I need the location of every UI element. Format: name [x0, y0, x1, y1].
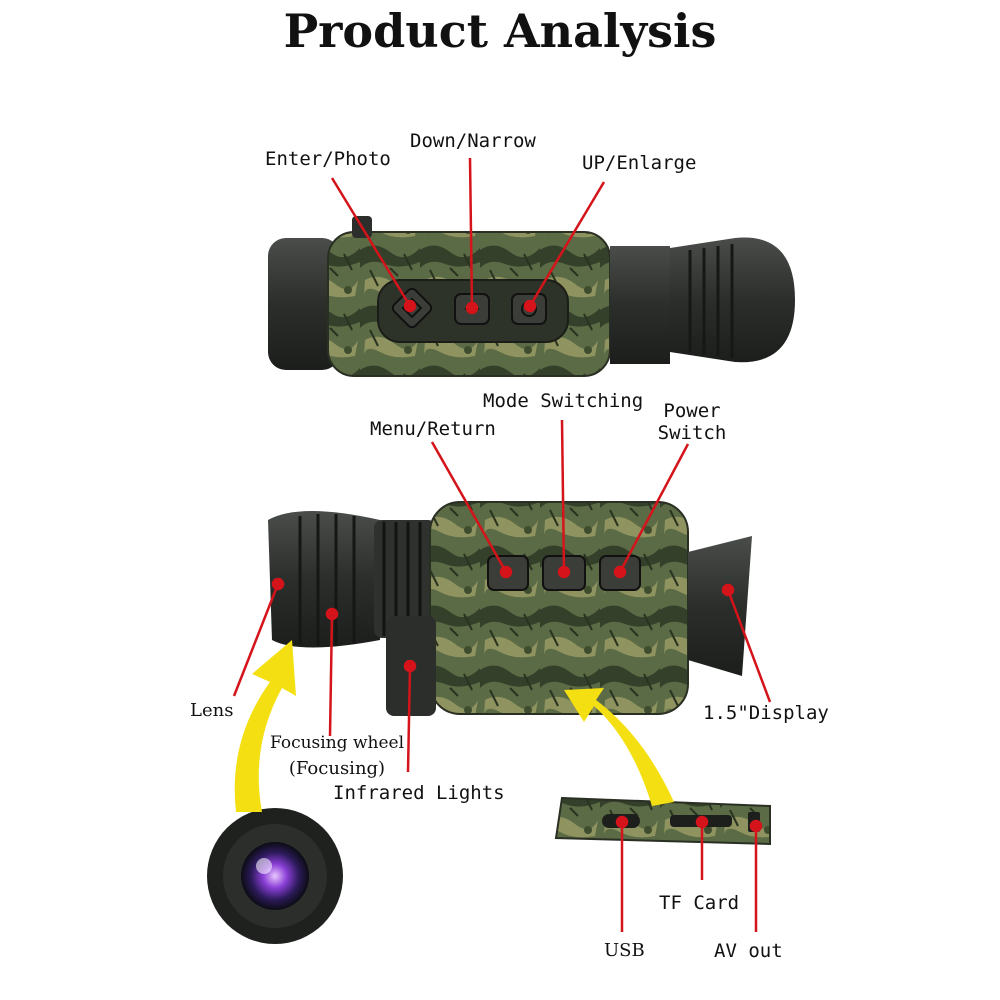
- middle-body: [429, 501, 689, 715]
- top-neck: [610, 246, 670, 364]
- middle-device: [268, 501, 752, 716]
- label-enter-photo: Enter/Photo: [265, 148, 391, 170]
- label-infrared-lights: Infrared Lights: [333, 782, 505, 804]
- label-lens: Lens: [190, 700, 234, 721]
- label-down-narrow: Down/Narrow: [410, 130, 536, 152]
- middle-eyepiece: [268, 511, 380, 648]
- port-strip: [554, 796, 771, 846]
- label-focusing-wheel: Focusing wheel (Focusing): [262, 732, 412, 780]
- label-up-enlarge: UP/Enlarge: [582, 152, 697, 174]
- label-power-switch-line2: Switch: [657, 422, 727, 444]
- label-focusing-wheel-line2: (Focusing): [288, 758, 386, 779]
- label-mode-switching: Mode Switching: [483, 390, 644, 412]
- label-tf-card: TF Card: [659, 892, 740, 914]
- label-av-out: AV out: [714, 940, 783, 962]
- lens-zoom-arrow: [234, 640, 296, 812]
- page-title: Product Analysis: [283, 4, 717, 58]
- pointer-lines: [232, 157, 772, 932]
- port-strip-body: [554, 796, 771, 846]
- port-zoom-arrow: [564, 688, 674, 806]
- lens-closeup: [207, 808, 343, 944]
- label-power-switch-line1: Power: [663, 400, 721, 422]
- label-usb: USB: [604, 940, 645, 961]
- label-power-switch: Power Switch: [654, 400, 730, 444]
- lens-glass-icon: [241, 842, 309, 910]
- top-device: [268, 216, 795, 377]
- label-focusing-wheel-line1: Focusing wheel: [269, 733, 405, 753]
- top-eyecup: [268, 238, 340, 370]
- display-hood: [688, 536, 752, 676]
- label-menu-return: Menu/Return: [370, 418, 496, 440]
- label-display: 1.5"Display: [703, 702, 829, 724]
